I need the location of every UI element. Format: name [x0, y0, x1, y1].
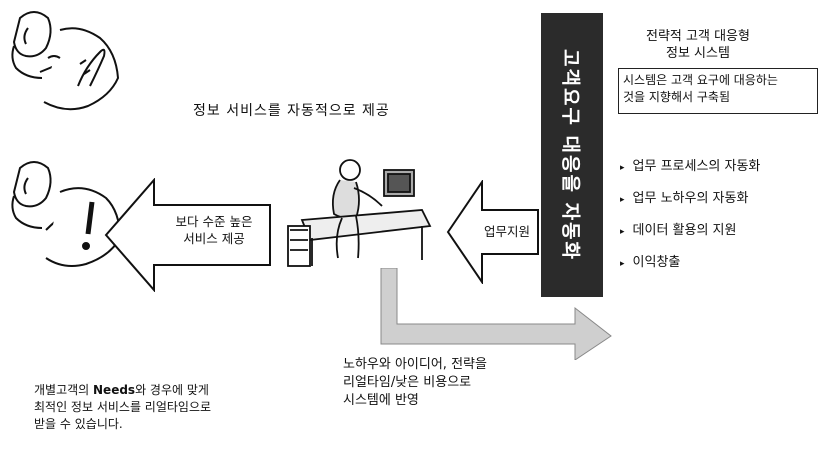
- bullet-marker-icon: ▸: [620, 227, 625, 237]
- bullet-marker-icon: ▸: [620, 163, 625, 173]
- reflect-arrow: [380, 268, 612, 360]
- support-arrow: [446, 180, 539, 284]
- left-arrow-label-line1: 보다 수준 높은: [175, 214, 253, 229]
- automation-banner: 고객요구 대응을 자동화: [541, 13, 603, 297]
- bullet-text: 업무 노하우의 자동화: [632, 191, 749, 206]
- bullet-marker-icon: ▸: [620, 259, 625, 269]
- bullet-item-3: ▸ 데이터 활용의 지원: [620, 222, 736, 241]
- right-title-line1: 전략적 고객 대응형: [646, 29, 750, 44]
- system-note-line1: 시스템은 고객 요구에 대응하는: [623, 73, 778, 87]
- bullet-item-2: ▸ 업무 노하우의 자동화: [620, 190, 748, 209]
- top-caption: 정보 서비스를 자동적으로 제공: [193, 103, 390, 119]
- left-arrow-label: 보다 수준 높은 서비스 제공: [160, 213, 268, 247]
- bullet-item-1: ▸ 업무 프로세스의 자동화: [620, 158, 760, 177]
- left-arrow: [104, 178, 271, 292]
- automation-banner-text: 고객요구 대응을 자동화: [559, 48, 582, 262]
- office-worker-icon: [287, 159, 432, 267]
- bottom-left-line1: 개별고객의 Needs와 경우에 맞게: [34, 383, 209, 397]
- system-note-box: 시스템은 고객 요구에 대응하는 것을 지향해서 구축됨: [618, 68, 818, 114]
- bullet-marker-icon: ▸: [620, 195, 625, 205]
- bullet-text: 이익창출: [632, 255, 681, 270]
- bottom-center-line1: 노하우와 아이디어, 전략을: [343, 357, 487, 372]
- customer-thumbs-up-icon: [11, 11, 120, 111]
- bottom-center-line3: 시스템에 반영: [343, 393, 419, 408]
- support-arrow-label: 업무지원: [483, 224, 530, 239]
- bullet-text: 데이터 활용의 지원: [632, 223, 737, 238]
- bullet-text: 업무 프로세스의 자동화: [632, 159, 761, 174]
- needs-keyword: Needs: [93, 383, 136, 397]
- bottom-left-line3: 받을 수 있습니다.: [34, 417, 123, 431]
- bottom-left-text: 개별고객의 Needs와 경우에 맞게 최적인 정보 서비스를 리얼타임으로 받…: [34, 382, 211, 433]
- left-arrow-label-line2: 서비스 제공: [183, 231, 245, 246]
- right-title-line2: 정보 시스템: [666, 46, 730, 61]
- bottom-left-line2: 최적인 정보 서비스를 리얼타임으로: [34, 400, 212, 414]
- system-note-line2: 것을 지향해서 구축됨: [623, 90, 730, 104]
- bottom-center-line2: 리얼타임/낮은 비용으로: [343, 375, 472, 390]
- bottom-center-text: 노하우와 아이디어, 전략을 리얼타임/낮은 비용으로 시스템에 반영: [343, 356, 487, 410]
- bullet-item-4: ▸ 이익창출: [620, 254, 680, 273]
